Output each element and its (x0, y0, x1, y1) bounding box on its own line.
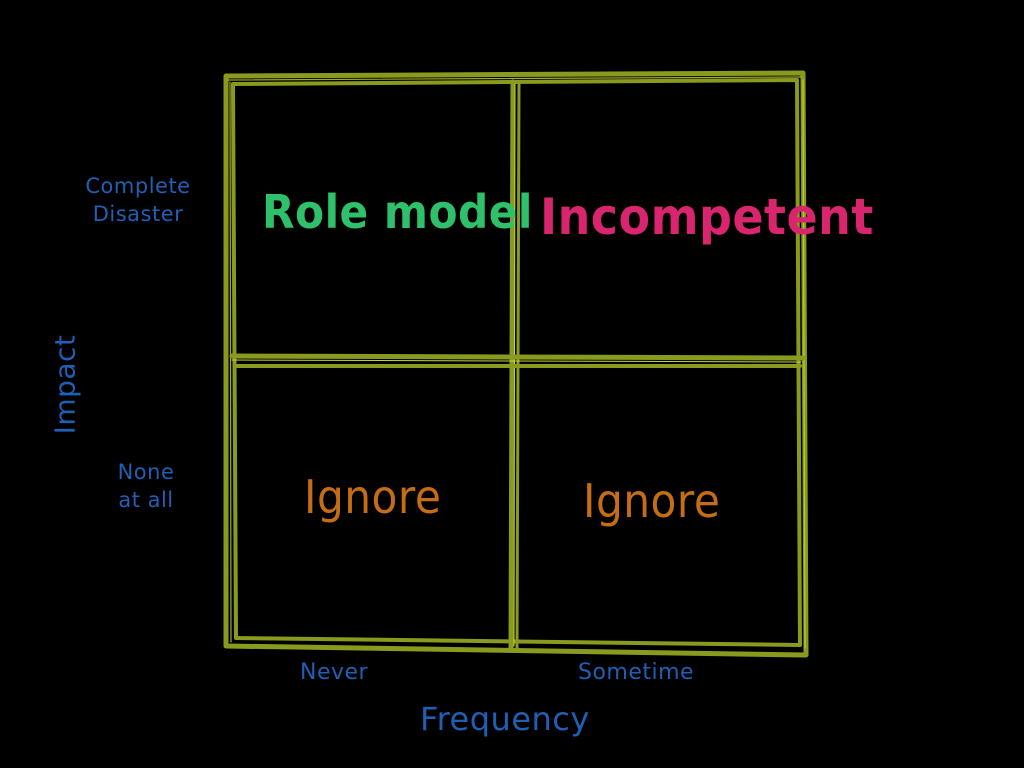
x-axis-left-label: Never (300, 660, 369, 685)
y-axis-top-line2: Disaster (92, 202, 184, 226)
y-axis-bottom-line1: None (117, 460, 175, 484)
frame-highlight (227, 76, 806, 649)
y-axis-title: Impact (48, 334, 82, 435)
grid-outer-frame (223, 70, 809, 658)
y-axis-bottom-label: None at all (96, 458, 196, 514)
y-axis-top-label: Complete Disaster (78, 172, 198, 228)
frame-stroke-b (231, 78, 802, 647)
quadrant-role-model-label: Role model (262, 185, 533, 239)
quadrant-ignore-right-label: Ignore (583, 474, 721, 528)
grid-horizontal-divider (229, 353, 806, 368)
quadrant-incompetent-label: Incompetent (540, 188, 874, 246)
frame-stroke-a (223, 70, 809, 658)
y-axis-top-line1: Complete (85, 174, 191, 198)
y-axis-bottom-line2: at all (118, 488, 174, 512)
x-axis-right-label: Sometime (578, 660, 695, 685)
quadrant-ignore-left-label: Ignore (304, 470, 442, 524)
x-axis-title: Frequency (420, 700, 590, 738)
